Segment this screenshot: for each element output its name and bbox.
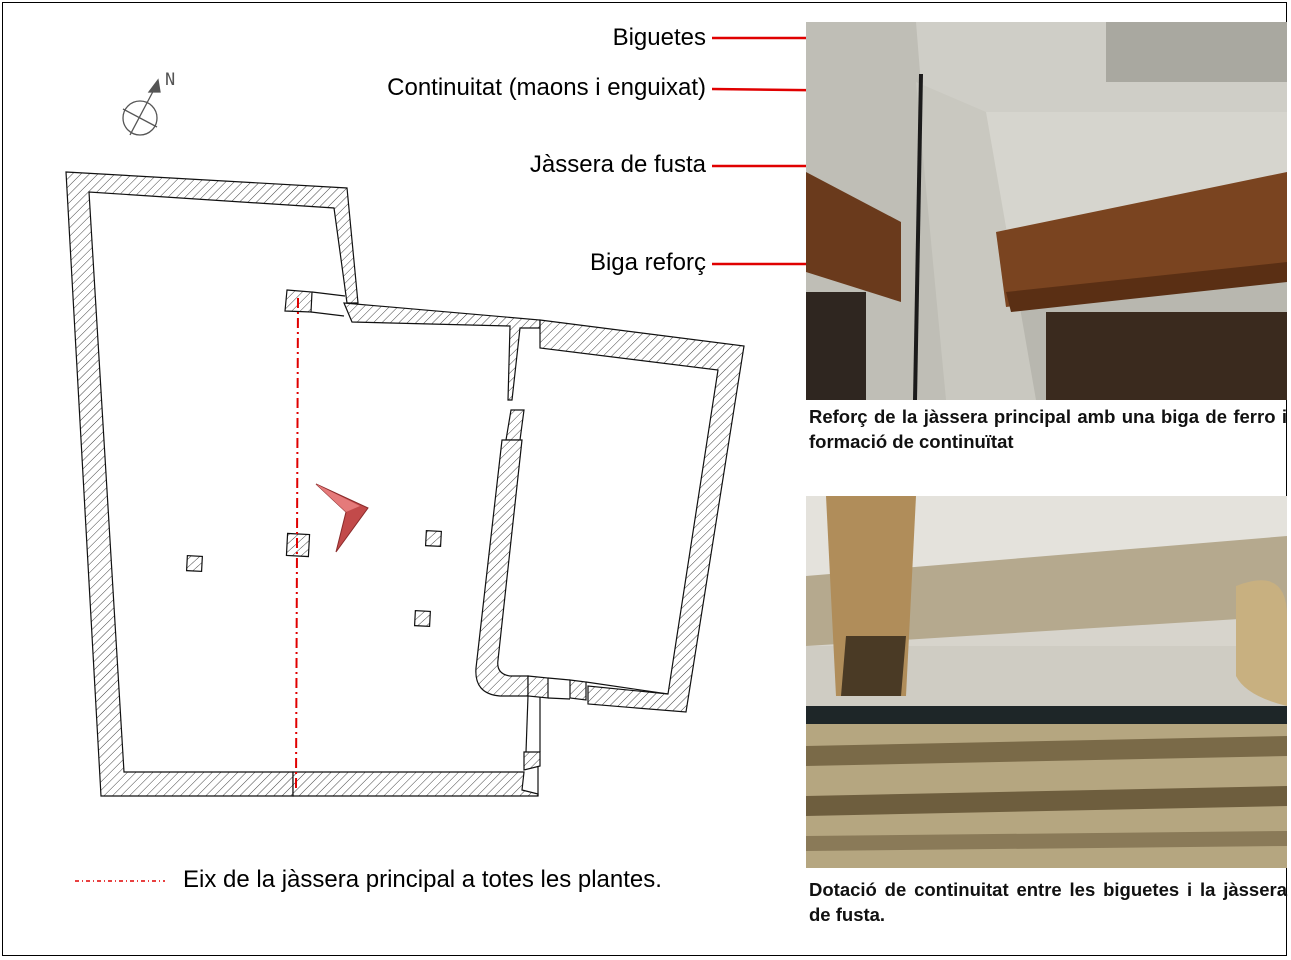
main-beam-axis	[295, 297, 299, 791]
photo-beam-reinforcement	[806, 22, 1287, 400]
callout-label-continuitat: Continuitat (maons i enguixat)	[387, 74, 706, 101]
central-building-south-wall	[292, 771, 539, 797]
central-building-east-wall-lower	[475, 439, 529, 697]
compass-label: N	[165, 70, 176, 90]
pillar	[413, 610, 431, 628]
right-building-south-wall	[527, 675, 549, 699]
central-building-east-wall	[505, 409, 525, 441]
viewpoint-marker-icon	[315, 483, 369, 553]
callout-label-biguetes: Biguetes	[612, 24, 706, 51]
north-arrow-icon	[122, 78, 161, 136]
photo-caption: Dotació de continuitat entre les biguete…	[809, 879, 1287, 925]
right-building-walls	[539, 319, 745, 713]
pillar	[285, 532, 311, 558]
right-building-door-pier	[569, 679, 587, 701]
callout-label-biga-reforc: Biga reforç	[589, 249, 706, 276]
photo-caption: Reforç de la jàssera principal amb una b…	[809, 406, 1287, 452]
legend-text: Eix de la jàssera principal a totes les …	[183, 866, 662, 893]
central-building-walls	[343, 302, 541, 401]
central-building-corner	[523, 751, 541, 771]
left-building-walls	[65, 171, 359, 797]
photo-joist-continuity	[806, 496, 1287, 868]
pillar	[424, 530, 442, 548]
callout-label-jassera: Jàssera de fusta	[529, 151, 706, 178]
pillar	[185, 555, 203, 573]
